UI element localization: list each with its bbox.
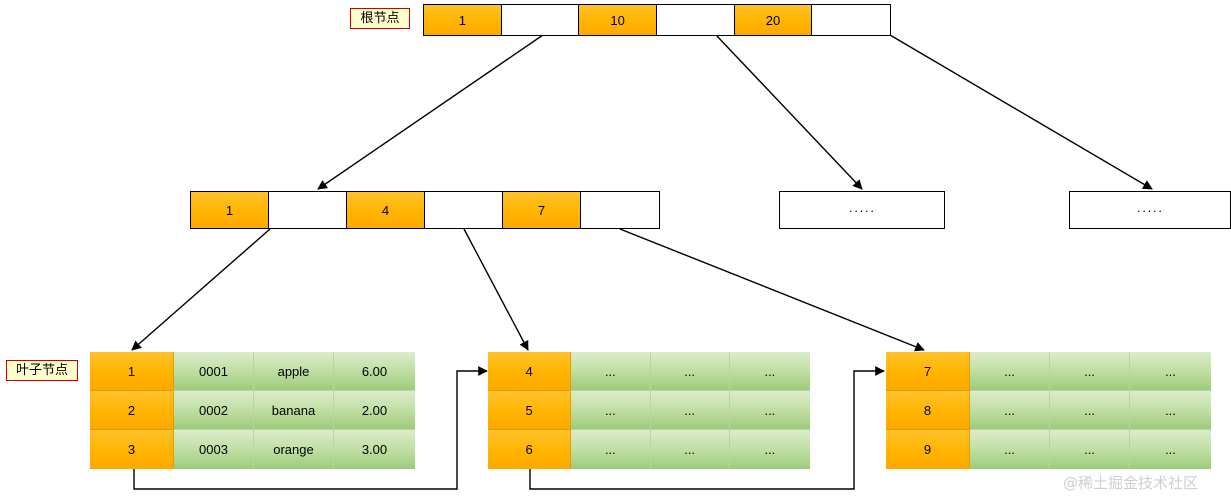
table-row[interactable]: 6......... (488, 430, 810, 469)
leaf-node-3-r0-c3: ... (1130, 352, 1211, 391)
table-row[interactable]: 4......... (488, 352, 810, 391)
internal-node-3[interactable]: ····· (1069, 191, 1231, 229)
leaf-node-3[interactable]: 7.........8.........9......... (886, 352, 1211, 469)
leaf-node-1-r2-c2: orange (254, 430, 334, 469)
leaf-node-1-r0-c1: 0001 (174, 352, 254, 391)
leaf-node-2[interactable]: 4.........5.........6......... (488, 352, 810, 469)
leaf-node-3-r1-c3: ... (1130, 391, 1211, 430)
table-row[interactable]: 7......... (886, 352, 1211, 391)
leaf-node-1-r1-c0: 2 (90, 391, 174, 430)
leaf-node-2-r2-c1: ... (571, 430, 651, 469)
root-node-pointer-5[interactable] (812, 5, 890, 35)
leaf-node-2-r2-c0: 6 (488, 430, 572, 469)
leaf-node-3-r1-c0: 8 (886, 391, 970, 430)
leaf-node-3-r0-c1: ... (970, 352, 1050, 391)
leaf-node-1-r1-c3: 2.00 (334, 391, 415, 430)
leaf-node-3-r2-c2: ... (1050, 430, 1130, 469)
watermark: @稀土掘金技术社区 (1063, 474, 1199, 492)
table-row[interactable]: 5......... (488, 391, 810, 430)
leaf-node-2-r2-c2: ... (650, 430, 730, 469)
root-node-key-4[interactable]: 20 (734, 5, 813, 35)
root-node-key-2[interactable]: 10 (579, 5, 657, 35)
internal-node-2[interactable]: ····· (779, 191, 945, 229)
leaf-node-2-r0-c1: ... (571, 352, 651, 391)
root-node-pointer-1[interactable] (501, 5, 580, 35)
leaf-node-3-r2-c1: ... (970, 430, 1050, 469)
edge-internal-to-leaf-3 (619, 228, 925, 352)
internal-node-1-pointer-5[interactable] (580, 192, 659, 228)
internal-node-1[interactable]: 1 4 7 (190, 191, 660, 229)
internal-node-1-pointer-1[interactable] (268, 192, 347, 228)
leaf-node-1-r1-c1: 0002 (174, 391, 254, 430)
leaf-node-2-r0-c3: ... (729, 352, 810, 391)
leaf-node-2-r1-c2: ... (650, 391, 730, 430)
leaf-node-1-r0-c3: 6.00 (334, 352, 415, 391)
leaf-node-2-r1-c3: ... (729, 391, 810, 430)
leaf-node-3-r1-c2: ... (1050, 391, 1130, 430)
internal-node-1-key-2[interactable]: 4 (346, 192, 425, 228)
internal-node-1-key-4[interactable]: 7 (502, 192, 581, 228)
leaf-node-2-r1-c0: 5 (488, 391, 572, 430)
leaf-node-1-r1-c2: banana (254, 391, 334, 430)
root-node-pointer-3[interactable] (656, 5, 735, 35)
leaf-node-3-r2-c3: ... (1130, 430, 1211, 469)
root-node-label: 根节点 (350, 8, 410, 29)
leaf-node-label: 叶子节点 (6, 360, 78, 381)
leaf-node-1-r2-c3: 3.00 (334, 430, 415, 469)
leaf-node-2-r2-c3: ... (729, 430, 810, 469)
table-row[interactable]: 9......... (886, 430, 1211, 469)
internal-node-1-pointer-3[interactable] (424, 192, 503, 228)
leaf-node-3-r0-c2: ... (1050, 352, 1130, 391)
edge-root-to-internal-2 (715, 34, 863, 190)
leaf-node-3-r1-c1: ... (970, 391, 1050, 430)
root-node-key-0[interactable]: 1 (424, 5, 502, 35)
edge-root-to-internal-1 (317, 34, 544, 190)
edge-internal-to-leaf-2 (463, 228, 529, 351)
edge-internal-to-leaf-1 (131, 228, 271, 351)
leaf-node-1-r0-c2: apple (254, 352, 334, 391)
leaf-node-3-r2-c0: 9 (886, 430, 970, 469)
leaf-node-2-r1-c1: ... (571, 391, 651, 430)
leaf-node-1-r0-c0: 1 (90, 352, 174, 391)
table-row[interactable]: 8......... (886, 391, 1211, 430)
leaf-node-3-r0-c0: 7 (886, 352, 970, 391)
leaf-node-2-r0-c2: ... (650, 352, 730, 391)
leaf-node-1-r2-c1: 0003 (174, 430, 254, 469)
internal-node-1-key-0[interactable]: 1 (191, 192, 269, 228)
leaf-node-2-r0-c0: 4 (488, 352, 572, 391)
leaf-node-1-r2-c0: 3 (90, 430, 174, 469)
edge-root-to-internal-3 (889, 34, 1153, 190)
root-node[interactable]: 1 10 20 (423, 4, 891, 36)
